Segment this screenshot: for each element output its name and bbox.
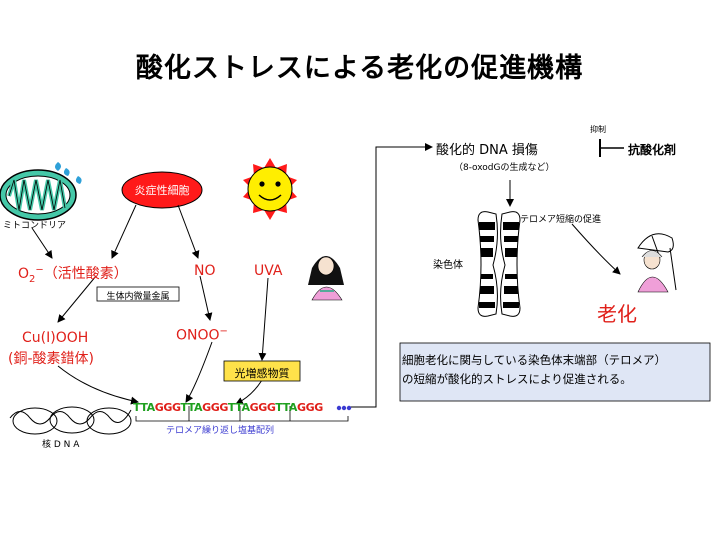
telomere-tta-4: TTA bbox=[275, 401, 297, 414]
superoxide-label: O2−（活性酸素） bbox=[18, 264, 128, 285]
telomere-ggg-2: GGG bbox=[202, 401, 228, 414]
oxidative-dna-damage-label: 酸化的 DNA 損傷 bbox=[436, 143, 538, 158]
elderly-person-icon bbox=[637, 233, 677, 293]
mitochondria-label: ミトコンドリア bbox=[3, 221, 67, 231]
summary-text: 細胞老化に関与している染色体末端部（テロメア） の短縮が酸化的ストレスにより促進… bbox=[402, 351, 708, 389]
nitric-oxide-label: NO bbox=[194, 263, 216, 279]
inflammatory-cell-icon bbox=[121, 171, 203, 209]
trace-metals-label: 生体内微量金属 bbox=[106, 292, 170, 302]
photosensitizer-label: 光増感物質 bbox=[234, 367, 290, 380]
telomere-ggg-1: GGG bbox=[154, 401, 181, 414]
telomere-tta-3: TTA bbox=[227, 401, 250, 414]
inflammatory-cell-label: 炎症性細胞 bbox=[134, 184, 190, 197]
telomere-ggg-4: GGG bbox=[296, 401, 323, 414]
telomere-tta-1: TTA bbox=[133, 401, 155, 414]
telomere-repeat-label: テロメア繰り返し塩基配列 bbox=[166, 426, 275, 436]
page-title: 酸化ストレスによる老化の促進機構 bbox=[135, 53, 584, 84]
summary-line-2: の短縮が酸化的ストレスにより促進される。 bbox=[402, 372, 632, 386]
telomere-ggg-3: GGG bbox=[249, 401, 276, 414]
nuclear-dna-label: 核 D N A bbox=[42, 440, 80, 450]
copper-hydroperoxide-label: Cu(I)OOH bbox=[22, 330, 89, 346]
sun-icon bbox=[243, 158, 297, 220]
mitochondria-icon bbox=[0, 162, 82, 221]
peroxynitrite-label: ONOO− bbox=[176, 326, 228, 344]
telomere-tta-2: TTA bbox=[180, 401, 203, 414]
telomere-sequence: TTAGGGTTAGGGTTAGGGTTAGGG bbox=[133, 401, 323, 414]
summary-line-1: 細胞老化に関与している染色体末端部（テロメア） bbox=[402, 353, 667, 367]
uva-label: UVA bbox=[254, 263, 283, 279]
young-person-icon bbox=[308, 256, 344, 301]
aging-label: 老化 bbox=[597, 302, 637, 326]
antioxidant-label: 抗酸化剤 bbox=[628, 143, 677, 157]
chromosome-label: 染色体 bbox=[433, 260, 463, 271]
copper-oxygen-complex-label: (銅-酸素錯体) bbox=[8, 351, 94, 367]
suppression-label: 抑制 bbox=[590, 125, 606, 134]
telomere-shortening-label: テロメア短縮の促進 bbox=[520, 215, 602, 225]
chromosome-icon bbox=[477, 211, 521, 317]
dna-damage-note: （8-oxodGの生成など） bbox=[454, 163, 555, 173]
telomere-end-dots bbox=[336, 405, 352, 411]
telomere-bracket bbox=[135, 406, 349, 422]
nuclear-dna-icon bbox=[9, 406, 132, 435]
